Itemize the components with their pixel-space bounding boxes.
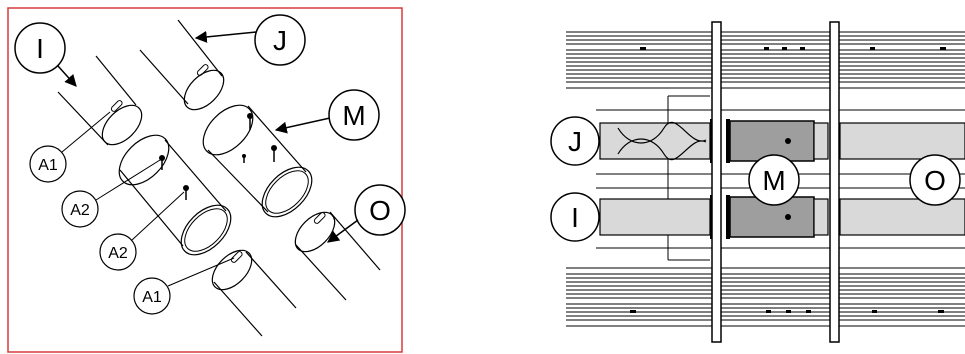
callout-a1-top: A1 <box>29 111 111 183</box>
vertical-posts <box>711 21 840 343</box>
callout-m-label: M <box>342 100 365 131</box>
assembled-view-panel: J I M O <box>550 21 965 343</box>
callout-i-right: I <box>550 192 600 242</box>
pipe-a1-bottom-slot <box>230 251 243 263</box>
callout-m: M <box>274 89 380 141</box>
tube-o-bottom <box>839 198 965 236</box>
callout-i-label: I <box>36 33 44 64</box>
pipe-o-slot <box>313 212 326 224</box>
callout-o-right-label: O <box>924 165 946 196</box>
pipe-a1-bottom <box>211 249 297 337</box>
top-rail <box>566 31 965 89</box>
callout-j: J <box>194 14 306 66</box>
tube-o-top <box>839 122 965 160</box>
pin-m-2 <box>271 145 277 162</box>
bottom-rail <box>566 267 965 327</box>
callout-j-right: J <box>550 116 600 166</box>
pipe-j-slot <box>196 64 209 76</box>
tube-j-cross-hatch <box>617 121 707 161</box>
top-rail-marks <box>640 47 946 50</box>
pipe-a2 <box>118 134 232 256</box>
callout-a2-bottom-label: A2 <box>108 245 128 262</box>
callout-a2-bottom: A2 <box>99 191 185 271</box>
pin-a2-bottom <box>183 185 189 200</box>
pipe-m <box>202 104 313 218</box>
tube-i <box>599 198 711 236</box>
pipe-i-slot <box>110 100 123 112</box>
exploded-view-frame <box>7 7 403 353</box>
callout-o: O <box>327 184 406 243</box>
callout-a1-top-label: A1 <box>38 157 58 174</box>
pin-m-3 <box>242 154 246 163</box>
exploded-view-panel: I J M O A1 A2 <box>7 7 406 353</box>
tube-j <box>599 121 711 161</box>
pin-a2-top <box>159 155 165 170</box>
pipe-o <box>294 211 381 301</box>
callout-j-label: J <box>273 25 287 56</box>
callout-o-right: O <box>909 154 961 206</box>
callout-j-right-label: J <box>568 126 582 157</box>
pin-m-1 <box>247 113 253 130</box>
callout-i-right-label: I <box>571 202 579 233</box>
pipe-j <box>139 19 225 111</box>
callout-i: I <box>14 22 77 87</box>
callout-m-right-label: M <box>762 165 785 196</box>
pipe-i <box>57 55 143 146</box>
callout-a2-top-label: A2 <box>70 202 90 219</box>
bottom-rail-marks <box>630 310 944 313</box>
callout-a1-bottom-label: A1 <box>142 289 162 306</box>
callout-m-right: M <box>748 154 800 206</box>
callout-a1-bottom: A1 <box>133 257 235 315</box>
callout-a2-top: A2 <box>61 159 161 228</box>
callout-o-label: O <box>369 195 391 226</box>
